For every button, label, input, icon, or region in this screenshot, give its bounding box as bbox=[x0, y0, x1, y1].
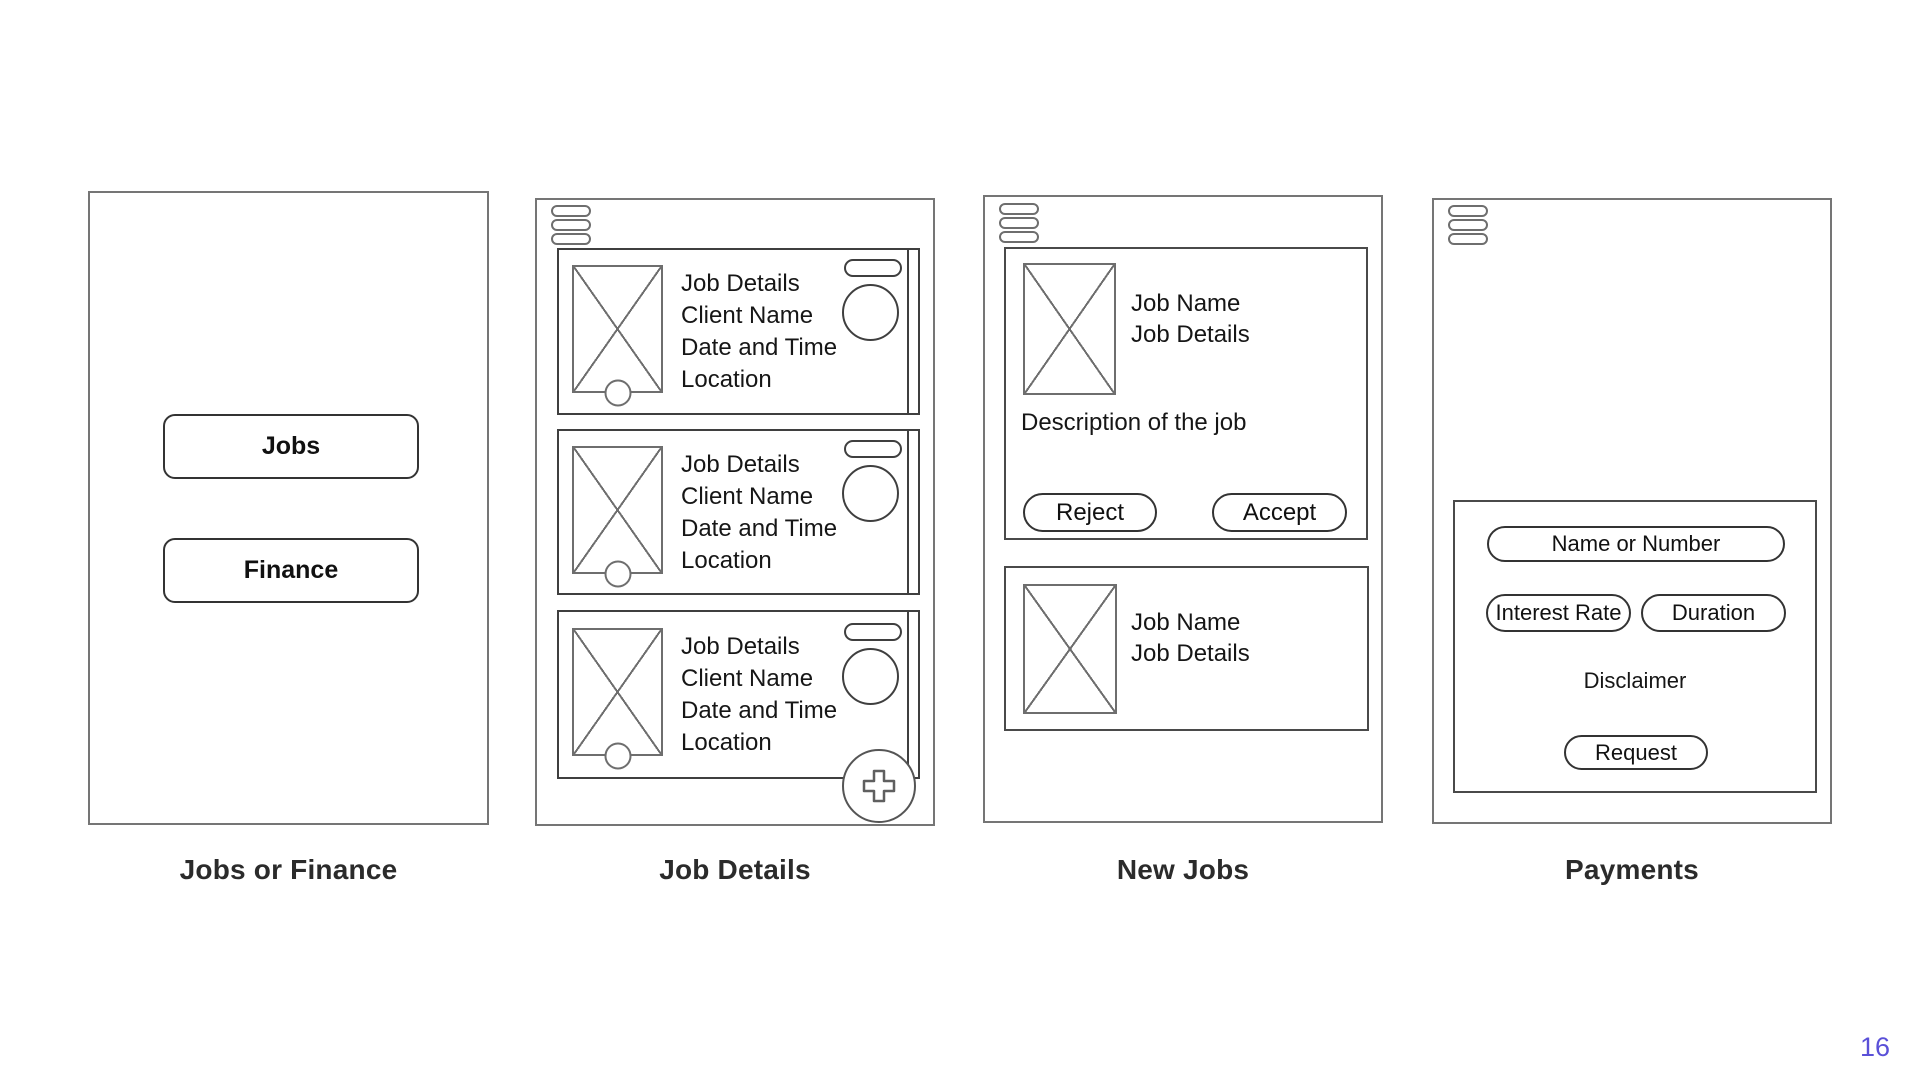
disclaimer-text: Disclaimer bbox=[1583, 668, 1687, 693]
menu-bar bbox=[1448, 205, 1488, 217]
accept-button[interactable]: Accept bbox=[1212, 493, 1347, 532]
menu-bar bbox=[999, 217, 1039, 229]
job-card-text: Job Details Client Name Date and Time Lo… bbox=[681, 631, 837, 759]
new-job-card[interactable]: Job Name Job Details bbox=[1004, 566, 1369, 731]
job-card-line: Client Name bbox=[681, 665, 814, 692]
job-card-line: Client Name bbox=[681, 302, 814, 329]
image-placeholder-icon bbox=[1023, 584, 1117, 714]
job-card-line: Date and Time bbox=[681, 515, 838, 542]
caption-new-jobs: New Jobs bbox=[1116, 854, 1250, 885]
job-card-line: Job Details bbox=[681, 633, 800, 660]
add-job-fab[interactable] bbox=[842, 749, 916, 823]
jobs-button[interactable]: Jobs bbox=[163, 414, 419, 479]
caption-job-details: Job Details bbox=[659, 854, 811, 885]
menu-bar bbox=[551, 219, 591, 231]
menu-bar bbox=[551, 205, 591, 217]
job-card-line: Location bbox=[681, 366, 772, 393]
avatar-circle bbox=[842, 284, 899, 341]
avatar-circle bbox=[842, 648, 899, 705]
image-placeholder-icon bbox=[572, 628, 663, 770]
screen-jobs-or-finance: Jobs Finance bbox=[88, 191, 489, 825]
job-card-line: Date and Time bbox=[681, 334, 838, 361]
job-card[interactable]: Job Details Client Name Date and Time Lo… bbox=[557, 610, 920, 779]
caption-jobs-or-finance: Jobs or Finance bbox=[179, 854, 398, 885]
scrollbar bbox=[907, 250, 909, 413]
job-card[interactable]: Job Details Client Name Date and Time Lo… bbox=[557, 429, 920, 595]
job-details-text: Job Details bbox=[1131, 321, 1250, 348]
camera-dot-icon bbox=[604, 379, 631, 407]
finance-button[interactable]: Finance bbox=[163, 538, 419, 603]
job-description-text: Description of the job bbox=[1021, 409, 1247, 436]
camera-dot-icon bbox=[604, 742, 631, 770]
new-job-card[interactable]: Job Name Job Details Description of the … bbox=[1004, 247, 1368, 540]
job-details-text: Job Details bbox=[1131, 640, 1250, 667]
page-number: 16 bbox=[1859, 1032, 1890, 1062]
duration-field[interactable]: Duration bbox=[1641, 594, 1786, 632]
caption-payments: Payments bbox=[1565, 854, 1699, 885]
screen-payments: Name or Number Interest Rate Duration Di… bbox=[1432, 198, 1832, 824]
menu-icon[interactable] bbox=[551, 205, 591, 247]
job-card-line: Job Details bbox=[681, 270, 800, 297]
job-card[interactable]: Job Details Client Name Date and Time Lo… bbox=[557, 248, 920, 415]
job-card-line: Client Name bbox=[681, 483, 814, 510]
job-card-line: Date and Time bbox=[681, 697, 838, 724]
status-pill bbox=[844, 440, 902, 458]
scrollbar bbox=[907, 431, 909, 593]
reject-button[interactable]: Reject bbox=[1023, 493, 1157, 532]
image-placeholder-icon bbox=[572, 265, 663, 407]
avatar-circle bbox=[842, 465, 899, 522]
new-job-title: Job Name Job Details bbox=[1131, 288, 1250, 350]
screen-new-jobs: Job Name Job Details Description of the … bbox=[983, 195, 1383, 823]
job-name-text: Job Name bbox=[1131, 609, 1241, 636]
plus-icon bbox=[862, 769, 896, 803]
name-or-number-field[interactable]: Name or Number bbox=[1487, 526, 1785, 562]
job-card-line: Location bbox=[681, 729, 772, 756]
interest-rate-field[interactable]: Interest Rate bbox=[1486, 594, 1631, 632]
job-name-text: Job Name bbox=[1131, 290, 1241, 317]
request-button[interactable]: Request bbox=[1564, 735, 1708, 770]
menu-bar bbox=[1448, 219, 1488, 231]
menu-bar bbox=[551, 233, 591, 245]
status-pill bbox=[844, 623, 902, 641]
camera-dot-icon bbox=[604, 560, 631, 588]
screen-job-details: Job Details Client Name Date and Time Lo… bbox=[535, 198, 935, 826]
new-job-title: Job Name Job Details bbox=[1131, 607, 1250, 669]
menu-bar bbox=[999, 203, 1039, 215]
status-pill bbox=[844, 259, 902, 277]
job-card-line: Job Details bbox=[681, 451, 800, 478]
job-card-text: Job Details Client Name Date and Time Lo… bbox=[681, 268, 837, 396]
image-placeholder-icon bbox=[572, 446, 663, 588]
payment-form: Name or Number Interest Rate Duration Di… bbox=[1453, 500, 1817, 793]
job-card-line: Location bbox=[681, 547, 772, 574]
menu-icon[interactable] bbox=[1448, 205, 1488, 247]
menu-icon[interactable] bbox=[999, 203, 1039, 245]
menu-bar bbox=[999, 231, 1039, 243]
scrollbar bbox=[907, 612, 909, 777]
menu-bar bbox=[1448, 233, 1488, 245]
image-placeholder-icon bbox=[1023, 263, 1116, 395]
job-card-text: Job Details Client Name Date and Time Lo… bbox=[681, 449, 837, 577]
